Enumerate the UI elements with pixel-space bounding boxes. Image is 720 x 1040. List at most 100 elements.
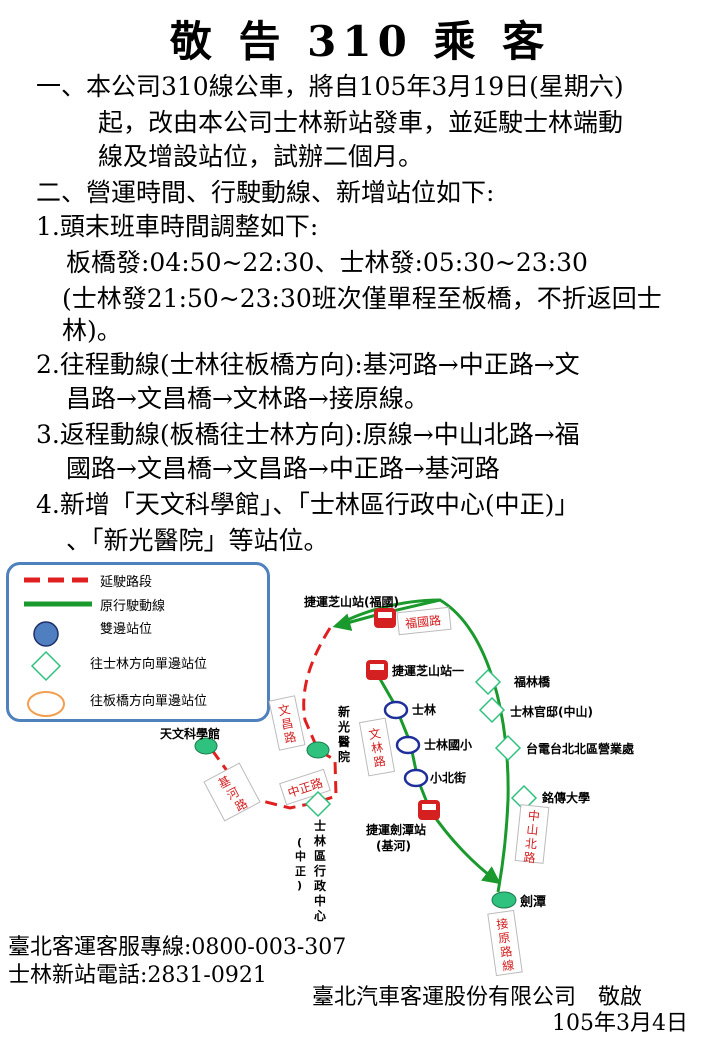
- notice-date: 105年3月4日: [552, 1011, 688, 1036]
- station-shilin-elementary: [395, 735, 421, 755]
- connect-original-char-4: 線: [501, 957, 515, 974]
- district-office-char-3: 區: [314, 849, 326, 863]
- legend-to-shilin-symbol: [30, 650, 62, 682]
- notice-sub1-note-line2: 林)。: [62, 316, 122, 345]
- station-jiantan: [491, 891, 517, 909]
- notice-sub2-line2: 昌路→文昌橋→文林路→接原線。: [66, 384, 429, 413]
- zhongshan-road-label: 中 山 北 路: [523, 808, 541, 866]
- district-office-sub-char-2: 中: [295, 849, 306, 863]
- zhongshan-road-char-4: 路: [523, 849, 537, 865]
- district-office-sub-char-1: (: [297, 836, 302, 849]
- wenlin-road-char-2: 林: [370, 740, 384, 756]
- station-shilin-residence-label: 士林官邸(中山): [510, 704, 593, 719]
- mrt-zhishan-1-label: 捷運芝山站一: [392, 663, 464, 678]
- district-office-sub-char-3: 正: [295, 865, 306, 878]
- shin-kong-char-1: 新: [338, 704, 350, 719]
- legend-to-banqiao-label: 往板橋方向單邊站位: [90, 693, 207, 709]
- mrt-jiantan-label-1: 捷運劍潭站: [366, 822, 426, 837]
- notice-sub1-time: 板橋發:04:50~22:30、士林發:05:30~23:30: [66, 248, 588, 277]
- wenchang-road-char-1: 文: [277, 701, 292, 718]
- station-shilin-label: 士林: [412, 702, 436, 717]
- jihe-road-char-2: 河: [224, 785, 241, 803]
- district-office-sub-label: ( 中 正 ): [295, 836, 306, 892]
- station-astronomy-label: 天文科學館: [160, 726, 220, 741]
- station-xiaobei-label: 小北街: [430, 770, 466, 785]
- notice-item1-line1: 一、本公司310線公車，將自105年3月19日(星期六): [36, 72, 624, 101]
- jihe-road-sign: [203, 762, 261, 822]
- district-office-char-7: 心: [314, 909, 326, 923]
- notice-sub3-line2: 國路→文昌橋→文昌路→中正路→基河路: [66, 454, 500, 483]
- zhongshan-road-sign: [514, 804, 550, 864]
- mrt-jiantan-label-2: (基河): [376, 838, 411, 853]
- connect-original-char-1: 接: [495, 915, 509, 932]
- station-district-office: [304, 790, 332, 818]
- legend: 延駛路段 原行駛動線 雙邊站位 往士林方向單邊站位 往板橋方向單邊站位: [24, 574, 207, 717]
- district-office-char-4: 行: [313, 863, 326, 878]
- route-green-outer: [335, 598, 510, 893]
- wenchang-road-char-3: 路: [283, 729, 298, 746]
- shin-kong-char-3: 醫: [338, 735, 350, 749]
- legend-to-shilin-label: 往士林方向單邊站位: [90, 656, 207, 672]
- district-office-label: 士 林 區 行 政 中 心: [313, 818, 327, 923]
- wenchang-road-char-2: 昌: [280, 716, 295, 732]
- notice-item2: 二、營運時間、行駛動線、新增站位如下:: [36, 178, 495, 207]
- fuguo-road-label: 福國路: [404, 612, 441, 631]
- zhongzheng-road-sign: [279, 768, 331, 806]
- notice-sub4-line2: 、「新光醫院」等站位。: [66, 526, 329, 555]
- connect-original-char-2: 原: [497, 930, 511, 946]
- wenlin-road-sign: [358, 717, 396, 777]
- station-astronomy: [194, 737, 218, 755]
- district-office-char-5: 政: [314, 878, 327, 893]
- connect-original-sign: [487, 909, 523, 977]
- shin-kong-label: 新 光 醫 院: [337, 704, 350, 764]
- wenchang-road-sign: [268, 695, 306, 751]
- notice-sub2-line1: 2.往程動線(士林往板橋方向):基河路→中正路→文: [36, 350, 580, 379]
- district-office-sub-char-4: ): [297, 879, 302, 892]
- zhongshan-road-char-1: 中: [527, 808, 541, 824]
- mrt-icon-jiantan: [418, 800, 440, 820]
- connect-original-label: 接 原 路 線: [495, 915, 515, 973]
- legend-to-banqiao-symbol: [27, 691, 65, 717]
- connect-original-char-3: 路: [499, 943, 513, 960]
- station-shilin-elementary-label: 士林國小: [424, 737, 472, 752]
- notice-item1-line3: 線及增設站位，試辦二個月。: [98, 142, 424, 171]
- notice-sub1-note-line1: (士林發21:50~23:30班次僅單程至板橋，不折返回士: [62, 284, 662, 313]
- route-map: 延駛路段 原行駛動線 雙邊站位 往士林方向單邊站位 往板橋方向單邊站位 福國路 …: [24, 574, 634, 977]
- station-taipower: [494, 734, 522, 762]
- notice-item1-line2: 起，改由本公司士林新站發車，並延駛士林端動: [98, 108, 624, 137]
- legend-both-label: 雙邊站位: [100, 622, 152, 637]
- station-mingchuan-label: 銘傳大學: [542, 790, 590, 805]
- notice-sub3-line1: 3.返程動線(板橋往士林方向):原線→中山北路→福: [36, 420, 580, 449]
- wenchang-road-label: 文 昌 路: [277, 701, 298, 746]
- station-fulin-bridge: [474, 668, 502, 696]
- legend-extension-label: 延駛路段: [100, 574, 152, 590]
- wenlin-road-char-3: 路: [372, 753, 386, 770]
- mrt-zhishan-fuguo-label: 捷運芝山站(福國): [304, 594, 399, 609]
- company-name: 臺北汽車客運股份有限公司 敬啟: [312, 985, 643, 1010]
- station-phone: 士林新站電話:2831-0921: [8, 963, 267, 988]
- station-shilin-residence: [478, 696, 506, 724]
- jihe-road-char-1: 基: [216, 773, 233, 791]
- route-red-extension: [210, 627, 338, 810]
- district-office-char-1: 士: [314, 818, 326, 833]
- wenlin-road-label: 文 林 路: [367, 725, 386, 769]
- page-title: 敬 告 310 乘 客: [169, 17, 551, 66]
- shin-kong-char-4: 院: [338, 749, 350, 764]
- hotline: 臺北客運客服專線:0800-003-307: [8, 935, 347, 960]
- legend-original-label: 原行駛動線: [100, 598, 165, 614]
- shin-kong-char-2: 光: [337, 719, 350, 734]
- legend-both-symbol: [33, 621, 59, 647]
- zhongshan-road-char-3: 北: [524, 836, 537, 851]
- district-office-char-2: 林: [314, 833, 326, 848]
- mrt-icon-zhishan-1: [366, 660, 388, 680]
- mrt-icon-zhishan-fuguo: [374, 608, 396, 628]
- station-xiaobei: [403, 768, 429, 788]
- station-shilin: [383, 700, 409, 720]
- station-fulin-bridge-label: 福林橋: [513, 674, 551, 689]
- notice-sub1-head: 1.頭末班車時間調整如下:: [36, 212, 319, 241]
- wenlin-road-char-1: 文: [367, 725, 381, 742]
- station-taipower-label: 台電台北北區營業處: [526, 741, 634, 756]
- fuguo-road-sign: [396, 606, 452, 636]
- zhongshan-road-char-2: 山: [526, 822, 539, 837]
- station-shin-kong: [306, 741, 330, 759]
